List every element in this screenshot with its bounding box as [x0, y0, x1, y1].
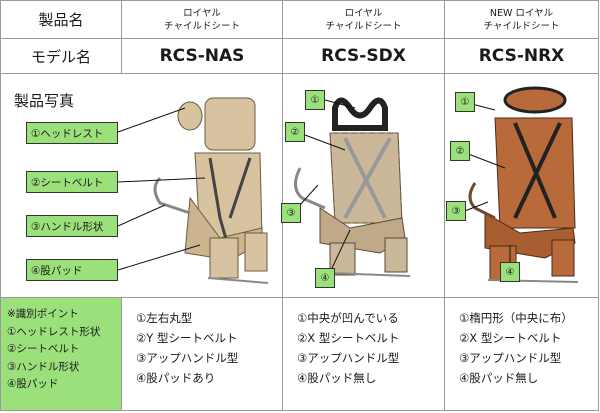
marker-1-sdx: ① [305, 90, 325, 110]
product-photo-label: 製品写真 [14, 92, 75, 110]
feature-item: ①左右丸型 [136, 311, 193, 325]
seat-photo-nas [153, 97, 269, 284]
product-name-line1: ロイヤル [183, 7, 221, 19]
feature-item: ④股パッドあり [136, 371, 216, 385]
marker-3-sdx: ③ [281, 203, 301, 223]
feature-item: ②X 型シートベルト [297, 331, 400, 345]
identify-points: ※識別ポイント ①ヘッドレスト形状 ②シートベルト ③ハンドル形状 ④股パッド [0, 297, 122, 411]
feature-item: ②X 型シートベルト [459, 331, 562, 345]
callout-headrest: ①ヘッドレスト [26, 122, 118, 144]
product-name-line2: チャイルドシート [164, 20, 240, 32]
headrest-pad-icon [177, 101, 203, 131]
features-row: ※識別ポイント ①ヘッドレスト形状 ②シートベルト ③ハンドル形状 ④股パッド … [0, 297, 599, 411]
feature-item: ③アップハンドル型 [297, 351, 400, 365]
feature-item: ③アップハンドル型 [136, 351, 239, 365]
model-name-nas: RCS-NAS [121, 38, 283, 74]
feature-item: ④股パッド無し [297, 371, 377, 385]
callout-seatbelt: ②シートベルト [26, 171, 118, 193]
marker-3-nrx: ③ [446, 201, 466, 221]
header-row: 製品名 ロイヤル チャイルドシート ロイヤル チャイルドシート NEW ロイヤル… [0, 0, 599, 39]
marker-4-sdx: ④ [315, 268, 335, 288]
seat-photo-nrx [468, 86, 579, 283]
marker-4-nrx: ④ [500, 262, 520, 282]
product-name-line2: チャイルドシート [483, 20, 560, 32]
features-nas: ①左右丸型 ②Y 型シートベルト ③アップハンドル型 ④股パッドあり [121, 297, 283, 411]
callout-crotch-pad: ④股パッド [26, 259, 118, 281]
marker-2-sdx: ② [285, 122, 305, 142]
identify-item: ④股パッド [7, 378, 59, 390]
features-nrx: ①楕円形（中央に布） ②X 型シートベルト ③アップハンドル型 ④股パッド無し [444, 297, 599, 411]
product-name-line1: NEW ロイヤル [489, 7, 554, 19]
product-name-nas: ロイヤル チャイルドシート [121, 0, 283, 39]
seat-photo-sdx [294, 97, 411, 277]
model-row: モデル名 RCS-NAS RCS-SDX RCS-NRX [0, 38, 599, 74]
features-sdx: ①中央が凹んでいる ②X 型シートベルト ③アップハンドル型 ④股パッド無し [282, 297, 445, 411]
product-name-sdx: ロイヤル チャイルドシート [282, 0, 445, 39]
identify-item: ②シートベルト [7, 343, 80, 355]
feature-item: ①楕円形（中央に布） [459, 311, 573, 325]
marker-1-nrx: ① [455, 92, 475, 112]
marker-2-nrx: ② [450, 141, 470, 161]
callout-handle: ③ハンドル形状 [26, 215, 118, 237]
model-name-nrx: RCS-NRX [444, 38, 599, 74]
model-name-sdx: RCS-SDX [282, 38, 445, 74]
product-name-label: 製品名 [0, 0, 122, 39]
identify-item: ③ハンドル形状 [7, 360, 80, 373]
product-name-line1: ロイヤル [344, 7, 383, 19]
product-name-line2: チャイルドシート [325, 20, 402, 32]
feature-item: ①中央が凹んでいる [297, 311, 399, 325]
feature-item: ④股パッド無し [459, 371, 539, 385]
feature-item: ③アップハンドル型 [459, 351, 562, 365]
product-name-nrx: NEW ロイヤル チャイルドシート [444, 0, 599, 39]
identify-title: ※識別ポイント [7, 308, 79, 320]
identify-item: ①ヘッドレスト形状 [7, 325, 101, 338]
feature-item: ②Y 型シートベルト [136, 331, 238, 345]
